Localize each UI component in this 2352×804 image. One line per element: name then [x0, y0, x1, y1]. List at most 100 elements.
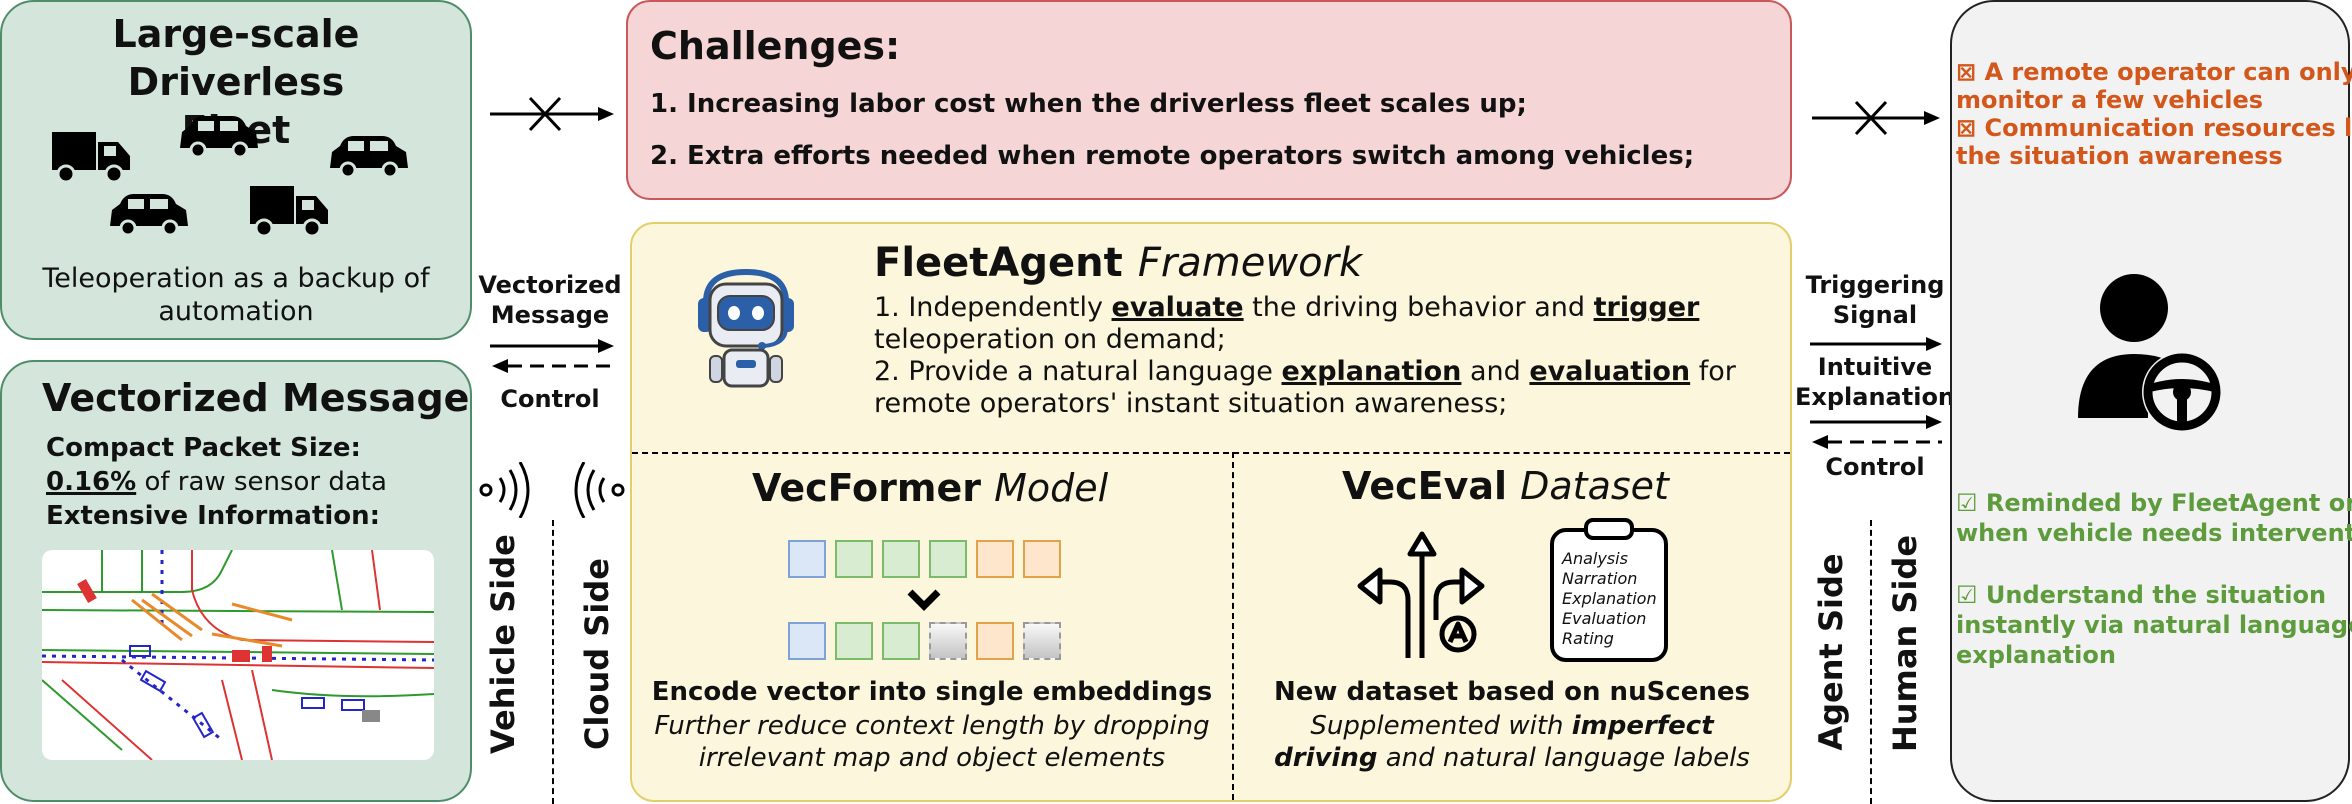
- intuitive-line1: Intuitive: [1817, 353, 1933, 381]
- human-side-label: Human Side: [1886, 534, 1924, 752]
- robot-icon: [698, 268, 794, 388]
- vecformer-caption: Encode vector into single embeddings: [651, 677, 1213, 707]
- token-orange: [976, 540, 1014, 578]
- left-msg-line2: Message: [490, 301, 610, 329]
- trigger-line2: Signal: [1832, 301, 1918, 329]
- truck-icon: [52, 132, 130, 184]
- token-green: [929, 540, 967, 578]
- framework-kind: Framework: [1137, 240, 1363, 286]
- fleet-caption: Teleoperation as a backup of automation: [0, 262, 472, 328]
- token-orange: [976, 622, 1014, 660]
- trigger-arrow: [1810, 337, 1942, 351]
- clipboard-item: Explanation: [1562, 589, 1657, 608]
- framework-line-1: 1. Independently evaluate the driving be…: [874, 292, 1700, 323]
- cloud-side-label: Cloud Side: [578, 558, 616, 750]
- veceval-sub-line1: Supplemented with imperfect: [1310, 711, 1714, 741]
- fleet-title-line1: Large-scale Driverless: [112, 12, 360, 104]
- clipboard-item: Analysis: [1562, 549, 1628, 568]
- left-message-control-arrows: [490, 339, 614, 373]
- truck-icon: [250, 186, 328, 238]
- agent-side-label: Agent Side: [1812, 553, 1850, 751]
- operator-problems: ⊠ A remote operator can only monitor a f…: [1956, 58, 2352, 170]
- token-green: [835, 622, 873, 660]
- token-blue: [788, 622, 826, 660]
- vecformer-sub-line2: irrelevant map and object elements: [698, 743, 1166, 773]
- framework-panel: [630, 222, 1792, 802]
- right-control-label: Control: [1825, 453, 1925, 481]
- left-msg-label: Vectorized Message: [470, 270, 630, 330]
- car-icon: [180, 116, 258, 159]
- veceval-name: VecEval: [1342, 464, 1508, 508]
- problem-1-line2: monitor a few vehicles: [1956, 86, 2264, 114]
- token-orange: [1023, 540, 1061, 578]
- clipboard-list: Analysis Narration Explanation Evaluatio…: [1562, 549, 1657, 649]
- trigger-line1: Triggering: [1805, 271, 1945, 299]
- clipboard-item: Evaluation: [1562, 609, 1647, 628]
- signal-waves-icon: [479, 462, 530, 518]
- framework-h-divider: [632, 452, 1790, 454]
- framework-heading: FleetAgent Framework: [874, 240, 1362, 286]
- framework-name: FleetAgent: [874, 240, 1123, 286]
- problem-1-line1: ⊠ A remote operator can only: [1956, 58, 2352, 86]
- operator-benefits: ☑ Reminded by FleetAgent only when vehic…: [1956, 488, 2352, 670]
- benefit-1-line2: when vehicle needs intervention: [1956, 519, 2352, 547]
- vector-map-image: [42, 550, 434, 760]
- vecformer-name: VecFormer: [752, 466, 982, 510]
- vecformer-heading: VecFormer Model: [752, 466, 1108, 510]
- token-dropped: [929, 622, 967, 660]
- benefit-1-line1: ☑ Reminded by FleetAgent only: [1956, 489, 2352, 517]
- veceval-caption: New dataset based on nuScenes: [1274, 677, 1750, 707]
- vecformer-kind: Model: [994, 466, 1109, 510]
- compact-label: Compact Packet Size:: [46, 433, 361, 463]
- split-arrows-icon: [1357, 531, 1485, 658]
- challenge-item-2: 2. Extra efforts needed when remote oper…: [650, 141, 1695, 171]
- veceval-kind: Dataset: [1520, 464, 1669, 508]
- vector-message-title: Vectorized Message: [42, 376, 470, 420]
- trigger-label: Triggering Signal: [1790, 270, 1960, 330]
- clipboard-icon: [1550, 518, 1668, 662]
- veceval-subcaption: Supplemented with imperfect driving and …: [1234, 710, 1790, 774]
- fleet-vehicles-icons: [52, 116, 408, 238]
- challenges-title: Challenges:: [650, 24, 901, 68]
- benefit-2-line2: instantly via natural language: [1956, 611, 2352, 639]
- token-green: [882, 622, 920, 660]
- signal-waves-icon: [574, 462, 625, 518]
- challenge-item-1: 1. Increasing labor cost when the driver…: [650, 89, 1527, 119]
- clipboard-item: Rating: [1562, 629, 1614, 648]
- left-control-label: Control: [500, 385, 600, 413]
- left-msg-line1: Vectorized: [478, 271, 622, 299]
- extensive-label: Extensive Information:: [46, 501, 381, 531]
- vecformer-subcaption: Further reduce context length by droppin…: [632, 710, 1232, 774]
- problem-2-line2: the situation awareness: [1956, 142, 2283, 170]
- framework-description: 1. Independently evaluate the driving be…: [874, 292, 1736, 420]
- token-blue: [788, 540, 826, 578]
- benefit-2-line1: ☑ Understand the situation: [1956, 581, 2327, 609]
- blocked-arrow-right: [1812, 100, 1940, 136]
- framework-v-divider: [1232, 452, 1234, 800]
- benefit-2-line3: explanation: [1956, 641, 2116, 669]
- vehicle-side-label: Vehicle Side: [484, 534, 522, 754]
- veceval-sub-line2: driving and natural language labels: [1274, 743, 1750, 773]
- percent-value: 0.16%: [46, 467, 137, 497]
- percent-rest: of raw sensor data: [136, 467, 387, 497]
- framework-line-2: teleoperation on demand;: [874, 324, 1226, 355]
- fleet-caption-line1: Teleoperation as a backup of: [42, 263, 430, 294]
- car-icon: [330, 136, 408, 179]
- problem-2-line1: ⊠ Communication resources limit: [1956, 114, 2352, 142]
- challenges-panel: [626, 0, 1792, 200]
- explanation-control-arrows: [1810, 415, 1942, 449]
- car-icon: [110, 194, 188, 237]
- veceval-heading: VecEval Dataset: [1342, 464, 1669, 508]
- token-green: [882, 540, 920, 578]
- chevron-down-icon: [907, 589, 941, 611]
- driver-icon: [2078, 274, 2222, 432]
- intuitive-line2: Explanation: [1794, 383, 1956, 411]
- vehicle-cloud-divider: [552, 520, 554, 804]
- clipboard-item: Narration: [1562, 569, 1638, 588]
- percent-line: 0.16% of raw sensor data: [46, 466, 387, 498]
- framework-line-3: 2. Provide a natural language explanatio…: [874, 356, 1736, 387]
- blocked-arrow-left: [490, 96, 614, 132]
- agent-human-divider: [1870, 520, 1872, 804]
- token-green: [835, 540, 873, 578]
- token-dropped: [1023, 622, 1061, 660]
